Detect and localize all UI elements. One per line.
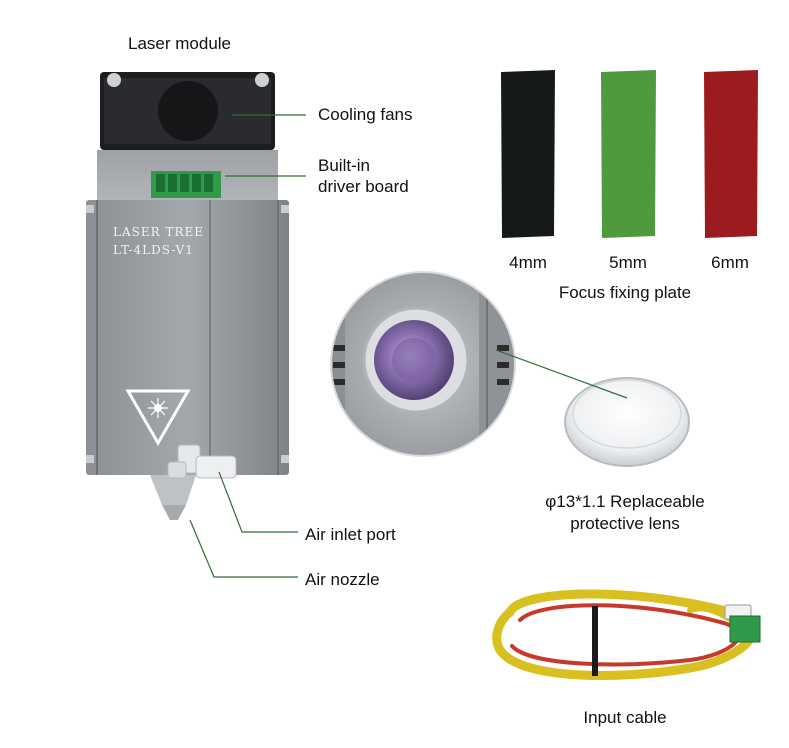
protective-lens xyxy=(495,349,690,467)
plate-4mm xyxy=(501,70,555,238)
cooling-fans-label: Cooling fans xyxy=(318,105,413,124)
air-inlet-fitting xyxy=(167,444,237,479)
focus-plate-caption: Focus fixing plate xyxy=(558,283,692,302)
plate-label-5mm: 5mm xyxy=(609,253,647,272)
input-cable xyxy=(492,589,761,680)
laser-body xyxy=(86,200,289,475)
air-inlet-label: Air inlet port xyxy=(305,525,396,544)
plate-5mm xyxy=(601,70,656,238)
leader-lines xyxy=(189,114,306,578)
lens-caption-line1: φ13*1.1 Replaceable xyxy=(545,492,705,511)
lens-zoom-view xyxy=(330,271,516,457)
driver-board-label-line1: Built-in xyxy=(318,156,370,175)
driver-board-connector xyxy=(151,171,221,198)
module-model: LT-4LDS-V1 xyxy=(113,243,194,257)
focus-plates xyxy=(501,70,758,238)
plate-label-4mm: 4mm xyxy=(509,253,547,272)
input-cable-caption: Input cable xyxy=(583,708,667,727)
plate-label-6mm: 6mm xyxy=(711,253,749,272)
laser-module-title: Laser module xyxy=(128,34,232,53)
laser-warning-icon xyxy=(125,389,191,447)
air-nozzle-label: Air nozzle xyxy=(305,570,380,589)
air-nozzle xyxy=(150,475,196,520)
lens-caption-line2: protective lens xyxy=(570,514,680,533)
plate-6mm xyxy=(704,70,758,238)
cooling-fan xyxy=(100,72,275,150)
module-brand: LASER TREE xyxy=(113,225,205,239)
driver-board-label-line2: driver board xyxy=(318,177,409,196)
